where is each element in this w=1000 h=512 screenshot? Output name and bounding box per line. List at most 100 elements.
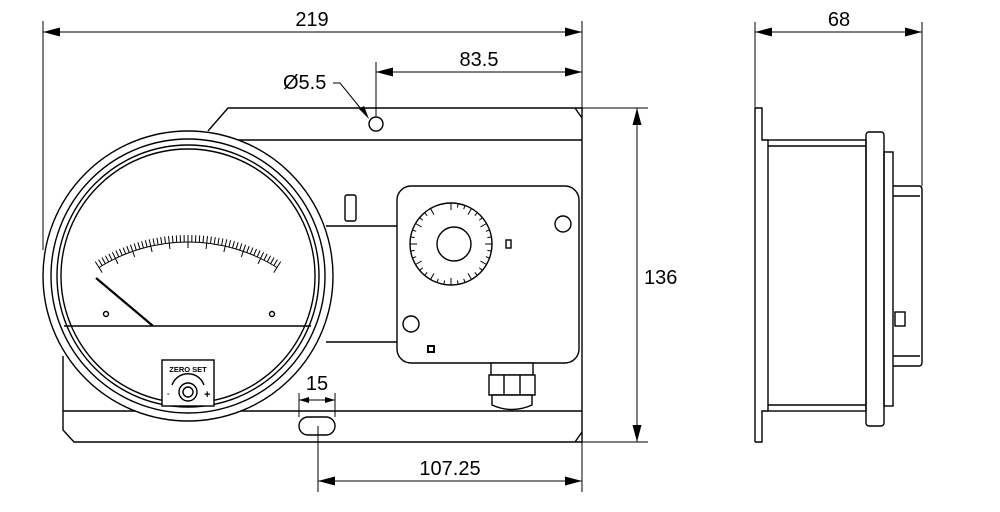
scale-tick <box>221 238 224 246</box>
indicator-square <box>427 345 435 353</box>
scale-tick <box>133 243 137 251</box>
dial-tick <box>419 267 424 271</box>
dimension-height: 136 <box>582 107 677 443</box>
cable-gland <box>488 362 536 411</box>
dial-tick <box>467 273 472 280</box>
dial-tick <box>487 249 492 252</box>
side-view <box>754 107 923 443</box>
scale-tick <box>108 253 113 261</box>
scale-tick <box>256 250 261 258</box>
scale-tick <box>152 238 155 246</box>
zero-set-screw[interactable] <box>178 382 198 402</box>
scale-tick <box>217 237 220 245</box>
dimension-overall-width: 219 <box>42 9 583 250</box>
dial-tick <box>410 236 415 239</box>
dial-tick <box>415 260 422 265</box>
dial-tick <box>430 208 435 215</box>
scale-tick <box>119 248 123 256</box>
scale-tick <box>213 237 216 245</box>
scale-tick <box>202 235 205 243</box>
dial-tick <box>480 223 487 228</box>
scale-tick <box>144 240 148 248</box>
dial-tick <box>443 280 446 285</box>
zero-set-arc <box>171 373 205 386</box>
scale-tick <box>137 242 141 250</box>
dimension-slot-offset: 107.25 <box>317 426 583 492</box>
scale-tick <box>115 250 120 258</box>
mounting-hole <box>368 116 384 132</box>
scale-tick <box>156 237 159 245</box>
switch-screw-bottom <box>402 315 420 333</box>
dial-tick <box>478 267 483 271</box>
dial-tick <box>412 256 417 259</box>
scale-tick <box>94 261 103 273</box>
zero-set-minus: - <box>167 389 170 398</box>
dimension-hole-diameter: Ø5.5 <box>283 72 369 119</box>
dim-68: 68 <box>828 9 850 31</box>
dial-tick <box>485 229 490 232</box>
dial-tick <box>415 223 422 228</box>
mounting-slot <box>298 416 336 436</box>
scale-tick <box>101 257 106 264</box>
zero-set-label: ZERO SET <box>169 365 207 374</box>
zero-set-plus: + <box>204 389 210 401</box>
pressure-gauge: ZERO SET - + <box>42 130 334 422</box>
dimension-slot-width: 15 <box>298 373 336 417</box>
gauge-scale <box>94 234 282 273</box>
scale-tick <box>253 248 257 256</box>
dim-136: 136 <box>644 267 677 289</box>
gauge-pointer <box>95 277 154 327</box>
dial-tick <box>424 271 428 276</box>
dial-tick <box>419 217 424 221</box>
scale-tick <box>232 241 235 249</box>
dial-tick <box>487 236 492 239</box>
dial-tick <box>485 256 490 259</box>
scale-tick <box>263 253 268 261</box>
scale-tick <box>249 247 254 255</box>
dim-219: 219 <box>295 9 328 31</box>
dial-screw-left <box>102 310 110 318</box>
dial-screw-right <box>268 310 276 318</box>
scale-arc <box>98 241 278 268</box>
dial-tick <box>480 260 487 265</box>
dial-tick <box>424 212 428 217</box>
dial-tick <box>467 208 472 215</box>
scale-tick <box>246 245 250 253</box>
scale-tick <box>122 247 127 255</box>
dial-tick <box>474 212 478 217</box>
dial-tick <box>474 271 478 276</box>
dial-tick <box>478 217 483 221</box>
setpoint-dial-scale <box>410 203 492 285</box>
dial-tick <box>436 278 439 283</box>
dial-tick <box>456 280 459 285</box>
tube-connector <box>344 194 357 222</box>
scale-tick <box>273 259 278 266</box>
scale-tick <box>164 236 166 244</box>
dial-tick <box>410 249 415 252</box>
scale-tick <box>228 240 232 248</box>
pressure-switch <box>396 185 580 411</box>
scale-tick <box>270 257 275 264</box>
switch-screw-top <box>554 215 572 233</box>
dial-tick <box>430 273 435 280</box>
dim-83-5: 83.5 <box>460 49 499 71</box>
dial-tick <box>463 278 466 283</box>
dial-tick <box>412 229 417 232</box>
setpoint-knob[interactable] <box>436 226 472 262</box>
scale-tick <box>266 255 272 263</box>
scale-tick <box>171 235 174 243</box>
dimension-hole-offset: 83.5 <box>375 49 582 116</box>
setpoint-marker <box>505 239 512 249</box>
dial-tick <box>456 203 459 208</box>
scale-tick <box>235 242 239 250</box>
scale-tick <box>210 236 212 244</box>
dim-diameter: Ø5.5 <box>283 72 326 94</box>
scale-tick <box>141 241 144 249</box>
scale-tick <box>273 261 282 273</box>
scale-tick <box>104 255 110 263</box>
dim-15: 15 <box>306 373 328 395</box>
scale-tick <box>239 243 243 251</box>
scale-tick <box>126 245 130 253</box>
scale-tick <box>98 259 103 266</box>
